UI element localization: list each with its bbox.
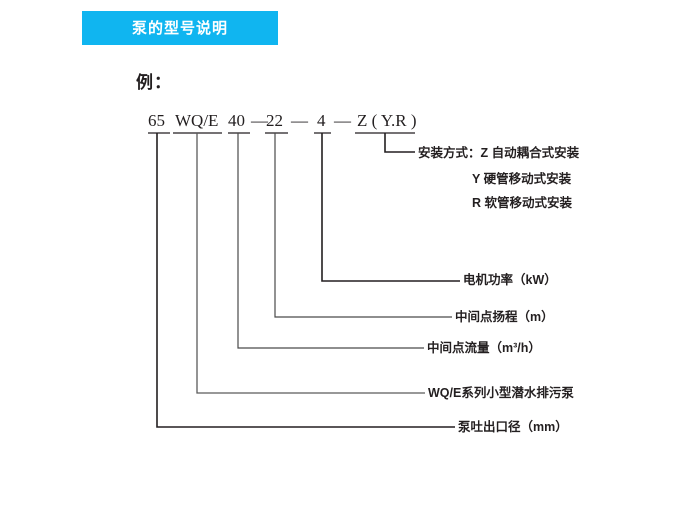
code-segment-wqe: WQ/E	[175, 111, 219, 130]
code-segment-z: Z ( Y.R )	[357, 111, 417, 130]
page-title: 泵的型号说明	[131, 19, 228, 37]
example-label: 例：	[136, 73, 172, 92]
leader-branch-40	[237, 133, 424, 349]
callout-install-type-y: Y 硬管移动式安装	[472, 172, 572, 186]
callout-series-name: WQ/E系列小型潜水排污泵	[428, 386, 574, 400]
leader-branch-4	[321, 133, 460, 282]
code-segment-65: 65	[148, 111, 165, 130]
leader-branch-z	[384, 133, 415, 153]
callout-install-type-r: R 软管移动式安装	[472, 196, 573, 210]
leader-branch-22	[274, 133, 452, 318]
callout-mid-point-head: 中间点扬程（m）	[455, 310, 554, 324]
code-segment-4: 4	[317, 111, 326, 130]
code-separator-1: —	[251, 111, 268, 130]
callout-discharge-diameter: 泵吐出口径（mm）	[458, 420, 568, 434]
code-segment-22: 22	[266, 111, 283, 130]
code-separator-3: —	[334, 111, 351, 130]
callout-motor-power: 电机功率（kW）	[463, 273, 557, 287]
callout-mid-point-flow: 中间点流量（m³/h）	[427, 341, 541, 355]
code-separator-2: —	[291, 111, 308, 130]
leader-branch-65	[156, 133, 455, 428]
leader-branch-wqe	[196, 133, 425, 394]
code-segment-40: 40	[228, 111, 245, 130]
page-header-banner: 泵的型号说明	[82, 11, 278, 45]
callout-install-type: 安装方式：Z 自动耦合式安装	[418, 146, 580, 160]
